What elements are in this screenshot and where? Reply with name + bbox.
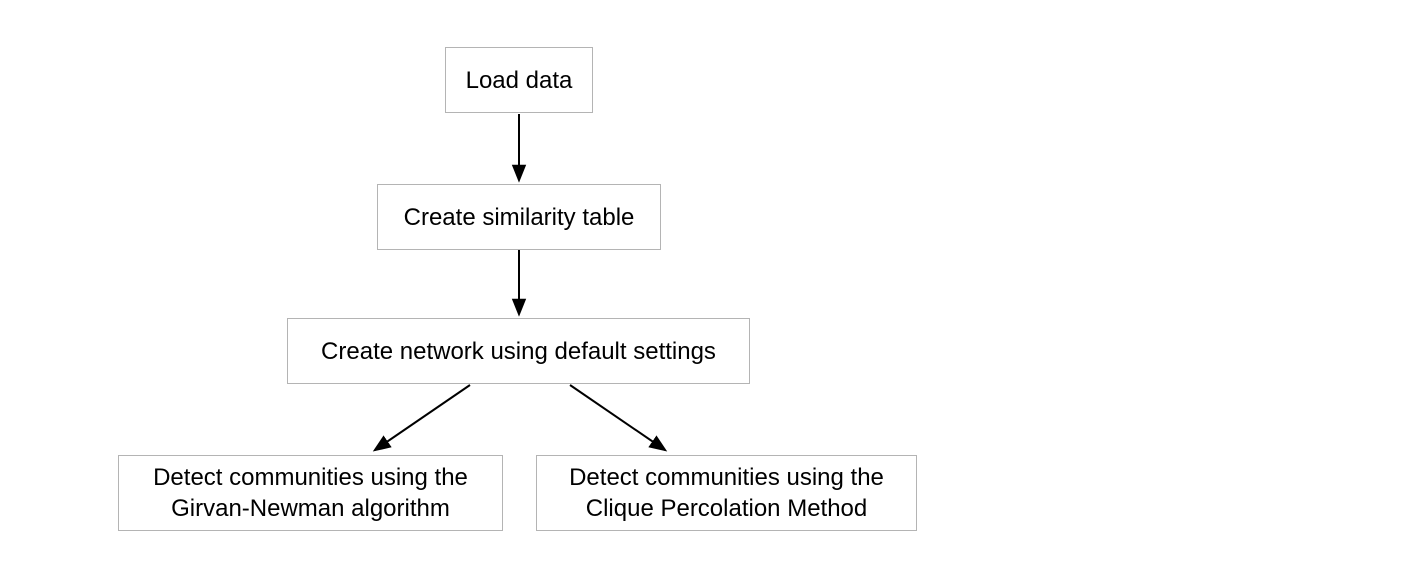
node-create-network: Create network using default settings [287, 318, 750, 384]
node-load-data: Load data [445, 47, 593, 113]
node-detect-girvan-newman: Detect communities using the Girvan-Newm… [118, 455, 503, 531]
node-create-network-label: Create network using default settings [321, 337, 716, 365]
node-detect-clique-percolation: Detect communities using the Clique Perc… [536, 455, 917, 531]
node-detect-clique-percolation-label-line1: Detect communities using the [569, 464, 884, 491]
node-create-similarity-table-label: Create similarity table [403, 203, 635, 231]
edge-network-to-clique-percolation-arrow [569, 384, 668, 452]
node-create-similarity-table: Create similarity table [377, 184, 661, 250]
node-load-data-label: Load data [465, 66, 573, 94]
node-detect-girvan-newman-label-line1: Detect communities using the [153, 464, 468, 491]
edge-network-to-girvan-newman-arrow [372, 384, 471, 452]
node-detect-clique-percolation-label-line2: Clique Percolation Method [585, 495, 868, 522]
node-detect-girvan-newman-label-line2: Girvan-Newman algorithm [171, 495, 450, 522]
